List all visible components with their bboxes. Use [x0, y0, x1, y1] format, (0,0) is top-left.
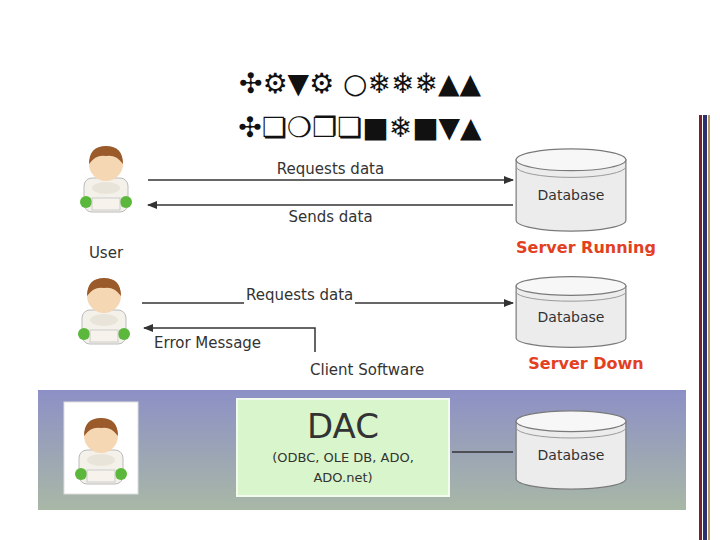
error-wire — [144, 328, 315, 352]
error-label: Error Message — [152, 334, 263, 352]
blue-band — [38, 390, 686, 510]
connector — [148, 204, 513, 206]
database: DatabaseServer Running — [515, 148, 627, 232]
side-bar — [703, 115, 707, 540]
side-bar — [708, 115, 710, 540]
dac-box: DAC(ODBC, OLE DB, ADO, ADO.net) — [236, 398, 450, 497]
cylinder-ring — [516, 166, 626, 177]
request-label: Requests data — [244, 286, 355, 304]
user-node: User — [66, 140, 146, 256]
edge-label: Requests data — [275, 160, 386, 178]
database-label: Database — [538, 437, 605, 463]
dac-heading: DAC — [248, 406, 438, 446]
edge-label: Sends data — [286, 208, 374, 226]
cylinder-ring — [516, 292, 626, 301]
dac-detail: (ODBC, OLE DB, ADO, ADO.net) — [264, 448, 422, 488]
user-icon — [75, 418, 127, 484]
database-label: Database — [538, 299, 605, 325]
client-software-label: Client Software — [308, 361, 426, 379]
cylinder-top — [516, 411, 626, 432]
database: Database — [515, 410, 627, 490]
user-label: User — [66, 244, 146, 262]
database: DatabaseServer Down — [515, 276, 627, 348]
server-status: Server Running — [495, 238, 677, 257]
cylinder-ring — [516, 428, 626, 438]
user-figure — [80, 146, 132, 212]
cylinder-top — [516, 277, 626, 296]
connector — [148, 179, 513, 181]
side-bar — [699, 115, 702, 540]
user-frame — [64, 402, 138, 494]
user-icon — [70, 140, 142, 216]
user-icon — [78, 278, 130, 344]
server-status: Server Down — [495, 354, 677, 373]
database-label: Database — [538, 177, 605, 203]
cylinder-top — [516, 149, 626, 171]
connector — [452, 451, 513, 453]
title-symbols: ✣⚙▼⚙ ○❄❄❄▲▲ ✣❏❍❐❏■❄■▼▲ — [160, 62, 560, 150]
